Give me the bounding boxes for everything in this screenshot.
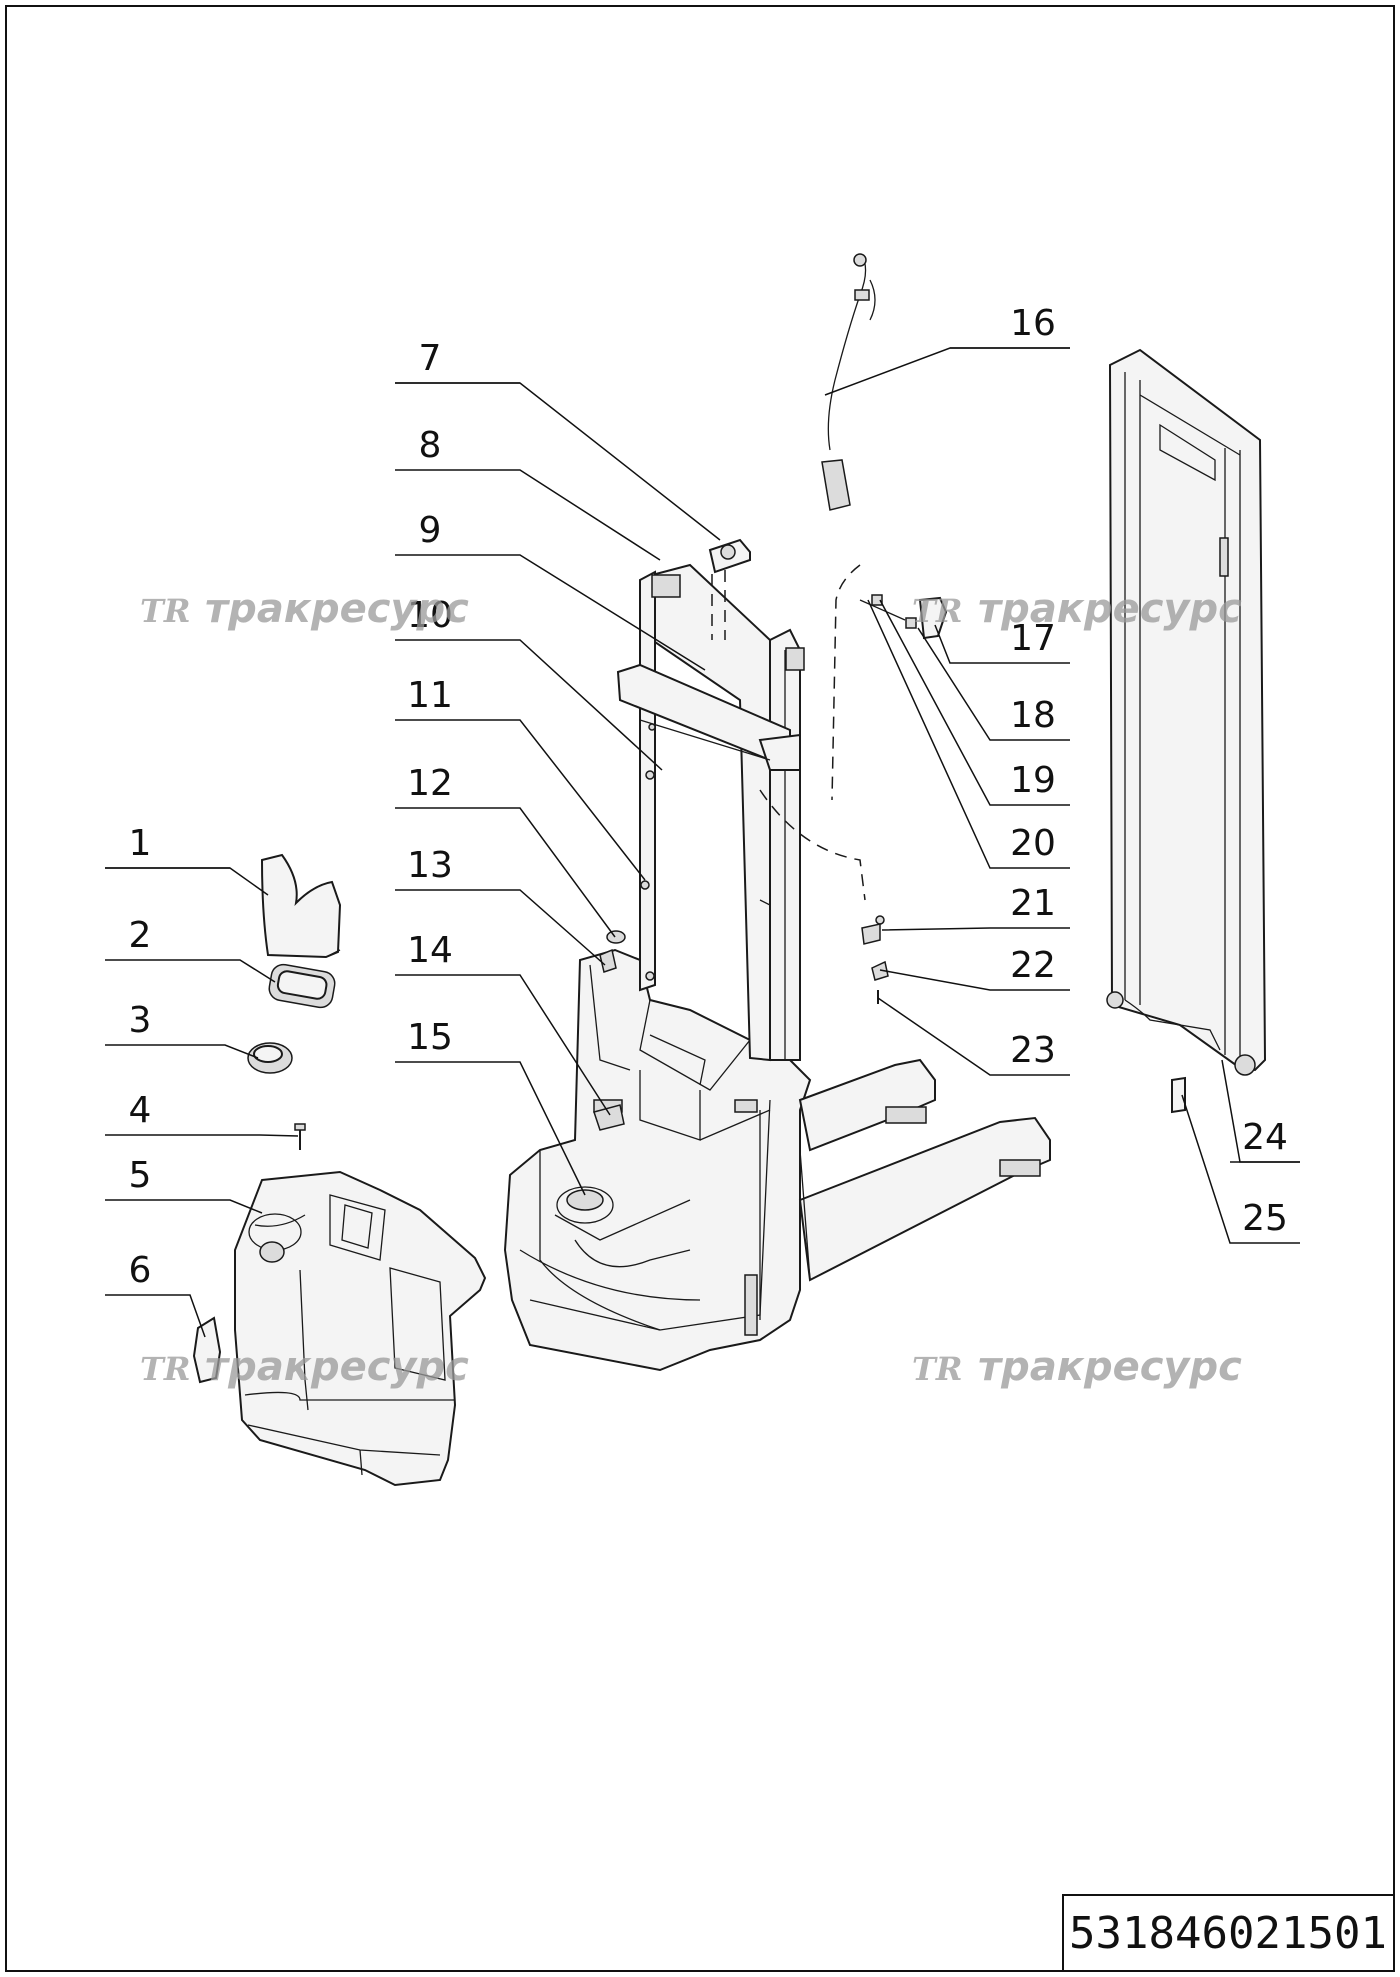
callout-14: 14 [407,930,453,971]
document-number-box: 531846021501 [1062,1894,1395,1972]
callout-20: 20 [1010,823,1056,864]
watermark-bottom-right: TR тракресурс [912,1344,1242,1390]
callout-labels: 1 2 3 4 5 6 7 8 9 10 11 12 13 14 15 16 1… [129,303,1288,1291]
part-25-bracket [1171,1076,1186,1114]
watermark-bottom-left: TR тракресурс [140,1344,469,1390]
callout-23: 23 [1010,1030,1056,1071]
mast-assembly [616,563,805,1062]
callout-underlines [105,347,1300,1163]
part-1-bracket-plate [260,853,342,959]
part-3-round-cap [247,1042,293,1074]
callout-1: 1 [129,823,152,864]
sheet-border [5,5,1395,1972]
callout-15: 15 [407,1017,453,1058]
callout-24: 24 [1242,1117,1288,1158]
callout-5: 5 [129,1155,152,1196]
callout-4: 4 [129,1090,152,1131]
callout-12: 12 [407,763,453,804]
callout-6: 6 [129,1250,152,1291]
document-number: 531846021501 [1069,1908,1387,1959]
watermark-text: тракресурс [978,586,1242,632]
callout-7: 7 [419,338,442,379]
callout-22: 22 [1010,945,1056,986]
part-2-rect-grommet [268,963,336,1009]
part-16-cable [821,253,876,511]
callout-17: 17 [1010,618,1056,659]
watermark-logo: TR [140,592,190,630]
parts-17-23-hardware [759,564,948,1004]
callout-3: 3 [129,1000,152,1041]
callout-25: 25 [1242,1198,1288,1239]
forks [798,1058,1051,1282]
watermark-text: тракресурс [978,1344,1242,1390]
callout-18: 18 [1010,695,1056,736]
callout-10: 10 [407,595,453,636]
part-14-clamp [593,1104,625,1131]
callout-21: 21 [1010,883,1056,924]
watermark-text: тракресурс [205,586,469,632]
part-7-top-bracket [708,538,751,640]
part-5-lower-cover [234,1170,487,1487]
part-13-bracket [599,948,617,973]
callout-8: 8 [419,425,442,466]
callout-13: 13 [407,845,453,886]
part-4-screw [294,1123,306,1150]
watermark-top-left: TR тракресурс [140,586,469,632]
part-24-mast-frame [1106,348,1267,1076]
watermark-logo: TR [912,1350,962,1388]
callout-2: 2 [129,915,152,956]
callout-16: 16 [1010,303,1056,344]
callout-19: 19 [1010,760,1056,801]
part-15-chassis [503,948,812,1372]
part-6-side-cover [192,1316,222,1384]
watermark-logo: TR [912,592,962,630]
watermark-text: тракресурс [205,1344,469,1390]
watermark-top-right: TR тракресурс [912,586,1242,632]
callout-11: 11 [407,675,453,716]
callout-9: 9 [419,510,442,551]
watermark-logo: TR [140,1350,190,1388]
part-12-nut [606,930,626,944]
